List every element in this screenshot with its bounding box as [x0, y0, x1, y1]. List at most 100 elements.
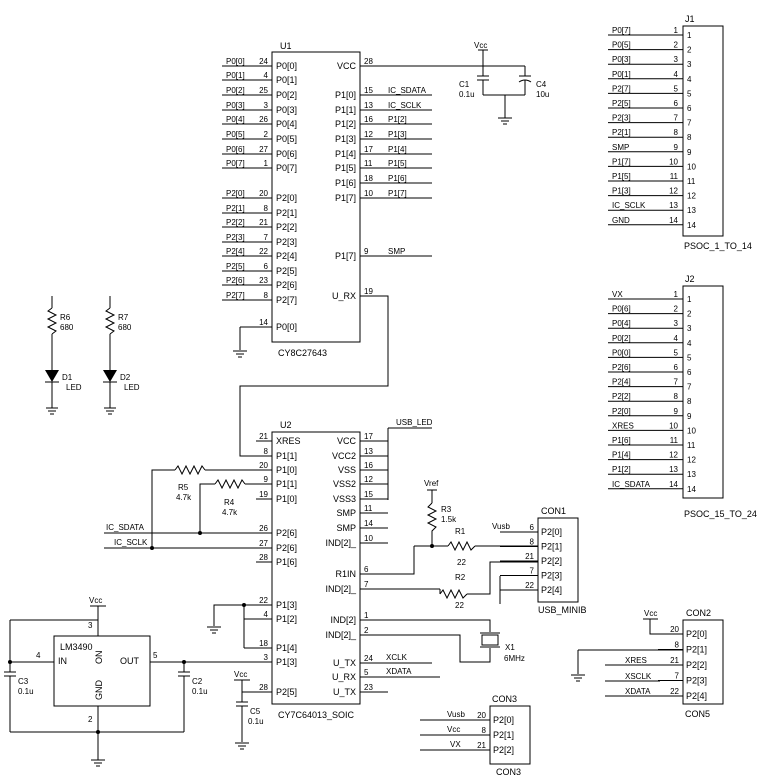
- x1-ref: X1: [505, 643, 515, 652]
- connector-pin-number: 3: [674, 55, 679, 64]
- connector-net-label: GND: [612, 216, 630, 225]
- r3-ref: R3: [441, 505, 452, 514]
- connector-pin-number: 20: [477, 711, 486, 720]
- connector-pin-name: 5: [687, 353, 692, 362]
- u2-pin-number: 28: [259, 683, 268, 692]
- junction-dot: [96, 730, 100, 734]
- connector-pin-name: P2[4]: [541, 585, 562, 595]
- connector-pin-name: 7: [687, 119, 692, 128]
- connector-pin-name: 1: [687, 295, 692, 304]
- ic-sdata-label: IC_SDATA: [106, 523, 145, 532]
- lm3490-ref: LM3490: [60, 642, 93, 652]
- connector-pin-number: 13: [669, 465, 678, 474]
- r2-body: [439, 588, 468, 600]
- r2-ref: R2: [455, 573, 466, 582]
- j1-pins: P0[7]11P0[5]22P0[3]33P0[1]44P2[7]55P2[5]…: [608, 26, 696, 230]
- u1-pin-number: 18: [364, 174, 373, 183]
- lm3490-pin-gnd: 2: [88, 715, 93, 724]
- connector-pin-number: 14: [669, 480, 678, 489]
- r7-value: 680: [118, 323, 132, 332]
- u1-pin-name: P0[4]: [276, 119, 297, 129]
- connector-pin-name: P2[1]: [541, 542, 562, 552]
- u2-pin-number: 23: [364, 683, 373, 692]
- u2-pin-name: IND[2]_: [325, 584, 357, 594]
- u1-net-label: P1[5]: [388, 159, 407, 168]
- u2-pin-number: 21: [259, 432, 268, 441]
- u1-net-label: P1[4]: [388, 145, 407, 154]
- r1-value: 22: [457, 558, 466, 567]
- connector-pin-number: 7: [674, 114, 679, 123]
- d1-led-label: LED: [66, 383, 82, 392]
- u2-pin-name: P1[6]: [276, 557, 297, 567]
- u1-pin-number: 8: [264, 204, 269, 213]
- u1-net-label: P2[5]: [226, 262, 245, 271]
- u2-pin-name: P1[4]: [276, 643, 297, 653]
- u1-pin-number: 23: [259, 276, 268, 285]
- u1-ref: U1: [280, 41, 292, 51]
- connector-pin-number: 9: [674, 143, 679, 152]
- con1-part: USB_MINIB: [538, 605, 587, 615]
- j2-ref: J2: [685, 274, 695, 284]
- xdata-label: XDATA: [386, 667, 412, 676]
- u1-net-label: SMP: [388, 247, 405, 256]
- connector-pin-name: 2: [687, 46, 692, 55]
- u2-pin-name: SMP: [336, 523, 356, 533]
- vref-label: Vref: [424, 479, 439, 488]
- u1-pin-name: P1[0]: [335, 90, 356, 100]
- u1-pin-number: 9: [364, 247, 369, 256]
- r5-drop: [151, 469, 175, 548]
- ground-symbol: [235, 742, 249, 750]
- connector-pin-name: P2[3]: [541, 571, 562, 581]
- u2-pin-name: IND[2]_: [325, 630, 357, 640]
- u1-net-label: P2[6]: [226, 276, 245, 285]
- connector-pin-number: 21: [670, 656, 679, 665]
- connector-pin-number: 1: [674, 290, 679, 299]
- u2-part: CY7C64013_SOIC: [278, 710, 355, 720]
- u1-net-label: P0[1]: [226, 71, 245, 80]
- connector-pin-name: 3: [687, 60, 692, 69]
- u2-pin-number: 22: [259, 596, 268, 605]
- u1-pin-name: P1[1]: [335, 105, 356, 115]
- u2-pin-number: 28: [259, 553, 268, 562]
- connector-net-label: P0[5]: [612, 41, 631, 50]
- c1-ref: C1: [459, 80, 470, 89]
- connector-pin-number: 14: [669, 216, 678, 225]
- c2-value: 0.1u: [192, 687, 208, 696]
- u2-pin-number: 9: [264, 475, 269, 484]
- u2-pin-name: R1IN: [335, 569, 356, 579]
- u1-net-label: IC_SCLK: [388, 101, 422, 110]
- u1-pin-number: 8: [264, 291, 269, 300]
- u1-pin-name: P0[5]: [276, 134, 297, 144]
- u2-pin-name: U_RX: [332, 672, 356, 682]
- connector-pin-name: 9: [687, 148, 692, 157]
- u1-pin-number: 3: [264, 101, 269, 110]
- r2-value: 22: [455, 601, 464, 610]
- con2-net-label: XRES: [625, 656, 647, 665]
- con3-vx-label: VX: [450, 740, 461, 749]
- u1-pin-name: P2[5]: [276, 266, 297, 276]
- u1-pin-number: 24: [259, 57, 268, 66]
- r3-body: [426, 502, 438, 546]
- c5-value: 0.1u: [248, 717, 264, 726]
- u2-pin-number: 8: [264, 447, 269, 456]
- con2-vcc-label: Vcc: [644, 609, 657, 618]
- u2-pin-number: 18: [259, 639, 268, 648]
- con3-vcc-label: Vcc: [447, 725, 460, 734]
- u2-pin-name: VSS: [338, 465, 356, 475]
- u1-net-label: P0[6]: [226, 145, 245, 154]
- x1-body: [481, 634, 499, 646]
- connector-pin-number: 7: [530, 567, 535, 576]
- r1-body: [447, 540, 476, 552]
- connector-net-label: IC_SCLK: [612, 201, 646, 210]
- u1-pin-name: P2[6]: [276, 280, 297, 290]
- c4-value: 10u: [536, 90, 549, 99]
- u1-pin-name: P0[6]: [276, 149, 297, 159]
- r4-value: 4.7k: [222, 508, 238, 517]
- u1-pin-number: 15: [364, 86, 373, 95]
- con2-body: [682, 619, 724, 705]
- connector-pin-name: 14: [687, 485, 696, 494]
- led-d1-group: [45, 296, 59, 415]
- u2-right-pins: 17VCC13VCC216VSS12VSS215VSS311SMP14SMP10…: [325, 432, 388, 697]
